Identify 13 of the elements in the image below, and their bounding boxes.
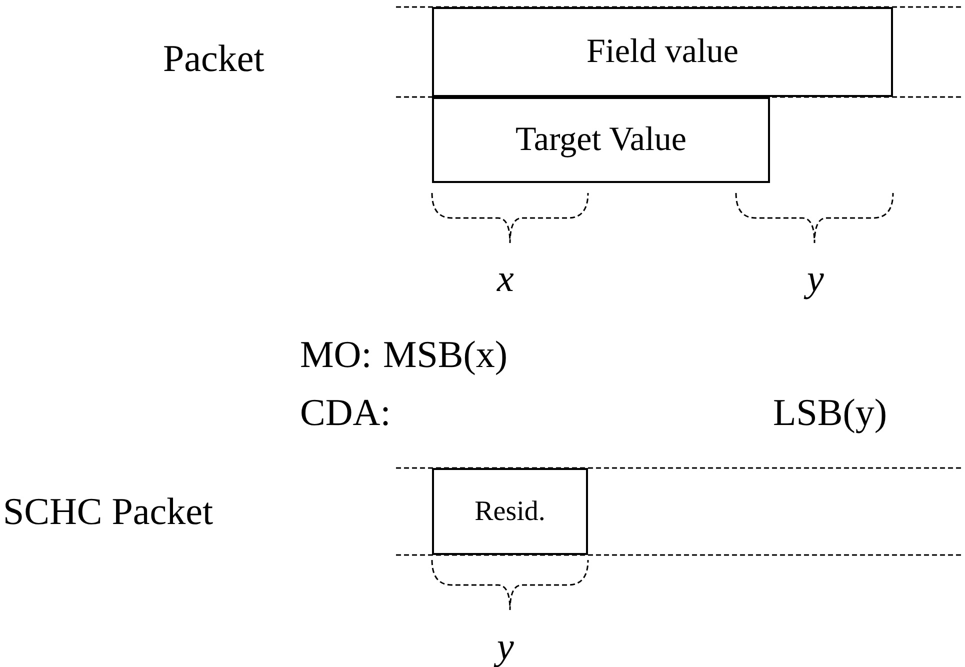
parameter-value: LSB(y) <box>773 394 887 432</box>
variable-label: x <box>497 260 514 298</box>
field-box <box>432 468 588 555</box>
field-box <box>432 97 770 183</box>
row-label: SCHC Packet <box>3 493 214 531</box>
parameter-label: CDA: <box>300 394 391 432</box>
field-name: Field value <box>586 33 739 71</box>
field-name: Resid. <box>474 496 546 528</box>
parameter-label: MO: <box>300 336 372 374</box>
field-name: Target Value <box>515 121 687 159</box>
parameter-value: MSB(x) <box>383 336 508 374</box>
row-label: Packet <box>163 40 264 78</box>
field-box <box>432 7 893 97</box>
